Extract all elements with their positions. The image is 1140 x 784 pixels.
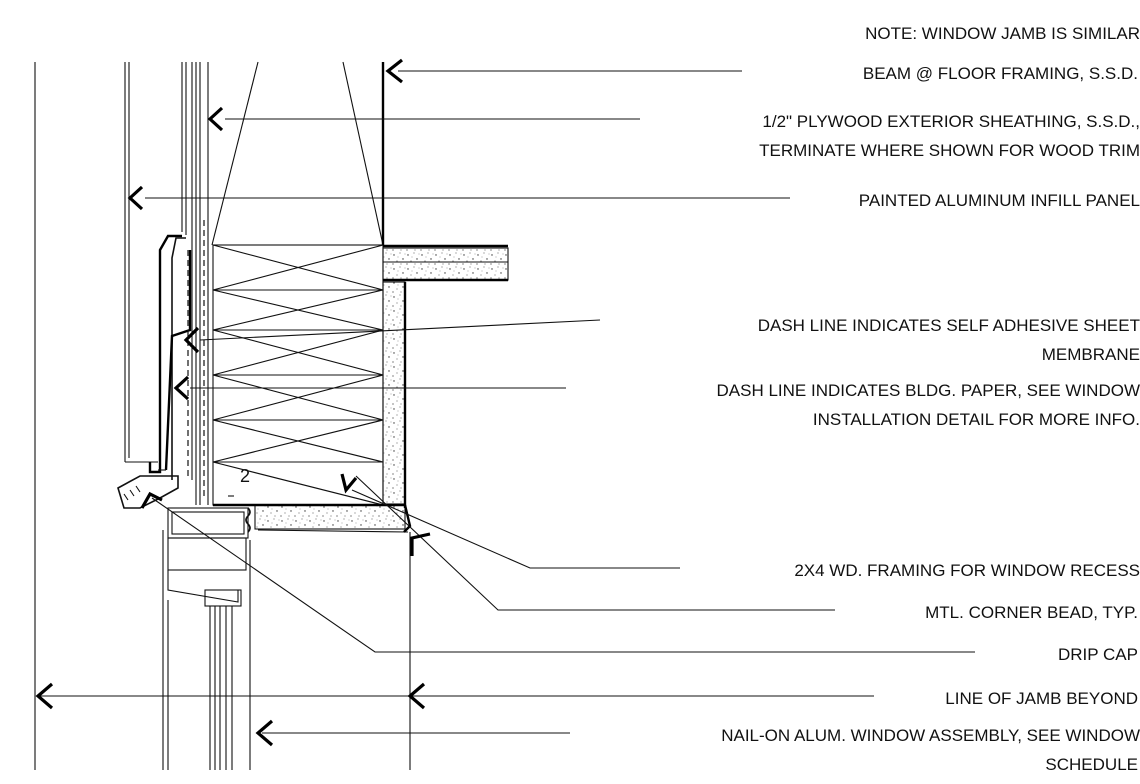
callout-paper-2: INSTALLATION DETAIL FOR MORE INFO. — [813, 410, 1140, 429]
soffit-bottom — [257, 529, 409, 533]
leader-corner-bead — [355, 475, 835, 611]
framing-x-5 — [212, 419, 384, 463]
callout-framing: 2X4 WD. FRAMING FOR WINDOW RECESS — [794, 561, 1140, 580]
window-sash-head — [167, 537, 247, 571]
leader-framing — [351, 489, 680, 569]
arrow-infill — [127, 185, 144, 211]
z-flashing — [148, 234, 182, 474]
framing-x-3 — [212, 329, 384, 376]
slope-line-right — [342, 61, 384, 246]
leader-drip-cap — [151, 497, 975, 653]
drip-cap — [117, 475, 179, 509]
floor-gypsum — [382, 247, 509, 281]
arrow-jamb-right — [407, 682, 426, 710]
callout-window-2: SCHEDULE — [1045, 755, 1138, 774]
flashing-inner — [171, 237, 186, 480]
arrow-membrane — [183, 326, 200, 354]
callout-window-1: NAIL-ON ALUM. WINDOW ASSEMBLY, SEE WINDO… — [721, 726, 1140, 745]
callout-membrane-2: MEMBRANE — [1042, 345, 1140, 364]
corner-bead — [403, 504, 412, 533]
callout-membrane-1: DASH LINE INDICATES SELF ADHESIVE SHEET — [758, 316, 1140, 335]
window-frame-inner — [171, 511, 245, 535]
callout-infill: PAINTED ALUMINUM INFILL PANEL — [859, 191, 1140, 210]
section-tag: 2 — [240, 466, 250, 486]
arrow-beam — [385, 58, 403, 84]
drip-cap-hatch — [123, 485, 141, 501]
window-glazing-stop — [204, 589, 242, 607]
framing-x-4 — [212, 374, 384, 421]
membrane-lap — [164, 250, 192, 471]
arrow-corner-bead — [410, 532, 431, 556]
window-sash-lower — [167, 570, 239, 603]
arrow-plywood — [207, 106, 224, 132]
callout-beam: BEAM @ FLOOR FRAMING, S.S.D. — [863, 64, 1138, 83]
callout-corner-bead: MTL. CORNER BEAD, TYP. — [925, 603, 1138, 622]
arrow-jamb-left — [35, 682, 54, 710]
arrow-window — [255, 719, 274, 747]
note-jamb-similar: NOTE: WINDOW JAMB IS SIMILAR — [865, 24, 1140, 43]
callouts: NOTE: WINDOW JAMB IS SIMILAR BEAM @ FLOO… — [717, 24, 1140, 774]
callout-plywood-1: 1/2" PLYWOOD EXTERIOR SHEATHING, S.S.D., — [762, 112, 1140, 131]
slope-line-left — [211, 61, 259, 246]
gypsum-jamb — [382, 281, 406, 505]
callout-paper-1: DASH LINE INDICATES BLDG. PAPER, SEE WIN… — [717, 381, 1140, 400]
sealant-bead — [245, 507, 251, 533]
callout-drip-cap: DRIP CAP — [1058, 645, 1138, 664]
leader-membrane — [199, 319, 601, 341]
arrow-framing — [340, 473, 358, 494]
callout-jamb-beyond: LINE OF JAMB BEYOND — [945, 689, 1138, 708]
leaders — [35, 58, 975, 747]
arrow-drip-cap — [140, 491, 163, 509]
framing-x-1 — [212, 244, 384, 291]
framing-x-6 — [212, 461, 384, 506]
arrow-paper — [173, 375, 190, 401]
callout-plywood-2: TERMINATE WHERE SHOWN FOR WOOD TRIM — [759, 141, 1140, 160]
detail-linework — [34, 61, 509, 770]
gypsum-soffit — [254, 504, 406, 530]
framing-x-2 — [212, 289, 384, 331]
